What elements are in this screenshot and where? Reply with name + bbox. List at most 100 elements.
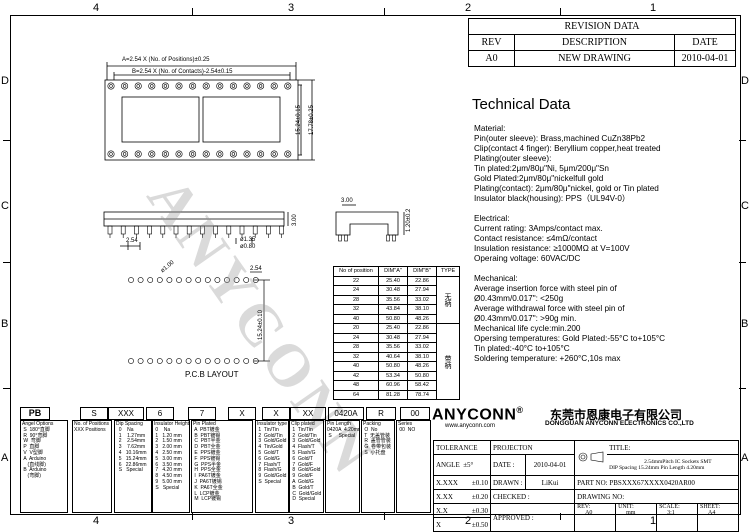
pin-hole xyxy=(175,150,183,158)
title-line-2: DIP Spacing 15.24mm Pin Length 4.20mm xyxy=(609,465,705,471)
scale-cell: SCALE:3:1 xyxy=(657,504,699,531)
tech-line: Clip(contact 4 finger): Beryllium copper… xyxy=(474,144,661,153)
pin-hole-inner xyxy=(177,84,181,88)
pin-hole-inner xyxy=(286,84,290,88)
pin-hole-inner xyxy=(231,84,236,88)
pin-hole xyxy=(148,82,156,90)
pin-hole-inner xyxy=(136,84,140,88)
dim-120: 1.20±0.2 xyxy=(406,208,412,232)
pos-cell: 50.80 xyxy=(378,313,408,324)
side-pin xyxy=(252,225,258,235)
pos-cell: 25.40 xyxy=(378,275,408,286)
sheet-value: A4 xyxy=(708,510,716,516)
code-option-box: Insulator type 1 Tin/Tin 2 Gold/Tin 3 Go… xyxy=(255,420,289,513)
profile-pin xyxy=(386,234,390,242)
revision-title: REVISION DATA xyxy=(468,18,736,35)
pin-hole xyxy=(243,150,251,158)
code-cell: XX xyxy=(290,407,326,420)
code-cell: X xyxy=(228,407,256,420)
scale-value: 3:1 xyxy=(667,510,675,516)
part-no-value: PBSXXX67XXXX0420AR00 xyxy=(609,478,695,487)
dim-b: B=2.54 X (No. of Contacts)-2.54±0.15 xyxy=(132,69,233,75)
pos-cell: 43.84 xyxy=(378,304,408,315)
dim-254b: 2.54 xyxy=(250,266,262,272)
zone-top-2: 2 xyxy=(465,2,472,14)
pcb-pad xyxy=(195,277,202,283)
profile-pin xyxy=(392,234,396,242)
pcb-pad xyxy=(204,277,211,283)
pcb-pad xyxy=(128,277,134,283)
code-option-box: Pin Length 0420A 4.20mm S Special xyxy=(325,420,360,513)
pcb-pad xyxy=(128,358,134,364)
approved-label: APPROVED : xyxy=(489,503,576,532)
side-pin xyxy=(107,225,113,235)
code-cell: 00 xyxy=(400,407,430,420)
pin-hole-inner xyxy=(286,152,290,156)
type-with-handle: 带柄 xyxy=(436,323,460,400)
pos-cell: 48.26 xyxy=(407,361,437,372)
pin-hole xyxy=(216,82,224,90)
pin-hole xyxy=(189,150,197,158)
pin-hole-inner xyxy=(231,152,236,156)
dim-300: 3.00 xyxy=(292,214,298,226)
pin-hole xyxy=(161,82,169,90)
pin-hole xyxy=(107,82,115,90)
pcb-pad xyxy=(243,358,250,364)
pin-hole-inner xyxy=(204,152,208,156)
code-cell: X xyxy=(262,407,290,420)
pin-hole xyxy=(161,150,169,158)
angle-row: ANGLE ±5° xyxy=(433,454,491,476)
pos-cell: 58.42 xyxy=(407,380,437,391)
pcb-pad xyxy=(147,358,154,364)
zone-left-a: A xyxy=(1,452,9,464)
pcb-pad xyxy=(166,277,173,283)
profile-pin xyxy=(338,234,342,242)
pin-hole xyxy=(202,82,210,90)
pcb-pad xyxy=(166,358,173,364)
tol-value-2: ±0.30 xyxy=(471,506,488,515)
tech-line: Average withdrawal force with steel pin … xyxy=(474,304,625,313)
tol-row-2: X.X ±0.30 xyxy=(433,503,491,518)
pos-cell: 24 xyxy=(333,332,379,343)
pin-hole-inner xyxy=(272,152,276,156)
zone-top-3: 3 xyxy=(288,2,295,14)
pin-hole-inner xyxy=(150,152,154,156)
tech-line xyxy=(474,204,665,214)
pos-cell: 28 xyxy=(333,342,379,353)
pos-cell: 81.28 xyxy=(378,389,408,400)
pin-hole-inner xyxy=(218,152,222,156)
pin-hole-inner xyxy=(136,152,140,156)
tech-line: Electrical: xyxy=(474,214,510,223)
dim-254: 2.54 xyxy=(126,238,138,244)
drawn-value: LiKui xyxy=(524,475,576,490)
pin-hole-inner xyxy=(109,152,113,156)
tech-line: Opersing temperatures: Gold Plated:-55°C… xyxy=(474,334,666,343)
pin-hole xyxy=(121,150,129,158)
tech-line: Gold Plated:2μm/80μ"nickelfull gold xyxy=(474,174,604,183)
zone-right-d: D xyxy=(741,75,749,87)
pos-cell: 22 xyxy=(333,275,379,286)
pin-hole xyxy=(270,82,278,90)
unit-cell: UNIT:mm xyxy=(616,504,658,531)
tol-value-0: ±0.10 xyxy=(471,478,488,487)
pcb-pad xyxy=(252,277,259,283)
pcb-pad xyxy=(137,277,144,283)
angle-value: ±5° xyxy=(463,461,474,469)
connector-drawing xyxy=(103,62,405,364)
company-name: ANYCONN xyxy=(432,406,517,424)
pos-cell: 50.80 xyxy=(378,361,408,372)
pin-hole xyxy=(216,150,224,158)
pcb-pad xyxy=(176,277,182,283)
date-header: DATE xyxy=(674,34,736,51)
pin-hole xyxy=(229,82,237,90)
profile-pin xyxy=(344,234,348,242)
pos-cell: 32 xyxy=(333,351,379,362)
zone-bottom-4: 4 xyxy=(93,515,100,527)
pin-hole xyxy=(202,150,210,158)
tech-line: Current rating: 3Amps/contact max. xyxy=(474,224,603,233)
projection-symbol xyxy=(574,440,608,476)
rev-value: A0 xyxy=(468,50,515,67)
tech-line: Pin(outer sleeve): Brass,machined CuZn38… xyxy=(474,134,646,143)
